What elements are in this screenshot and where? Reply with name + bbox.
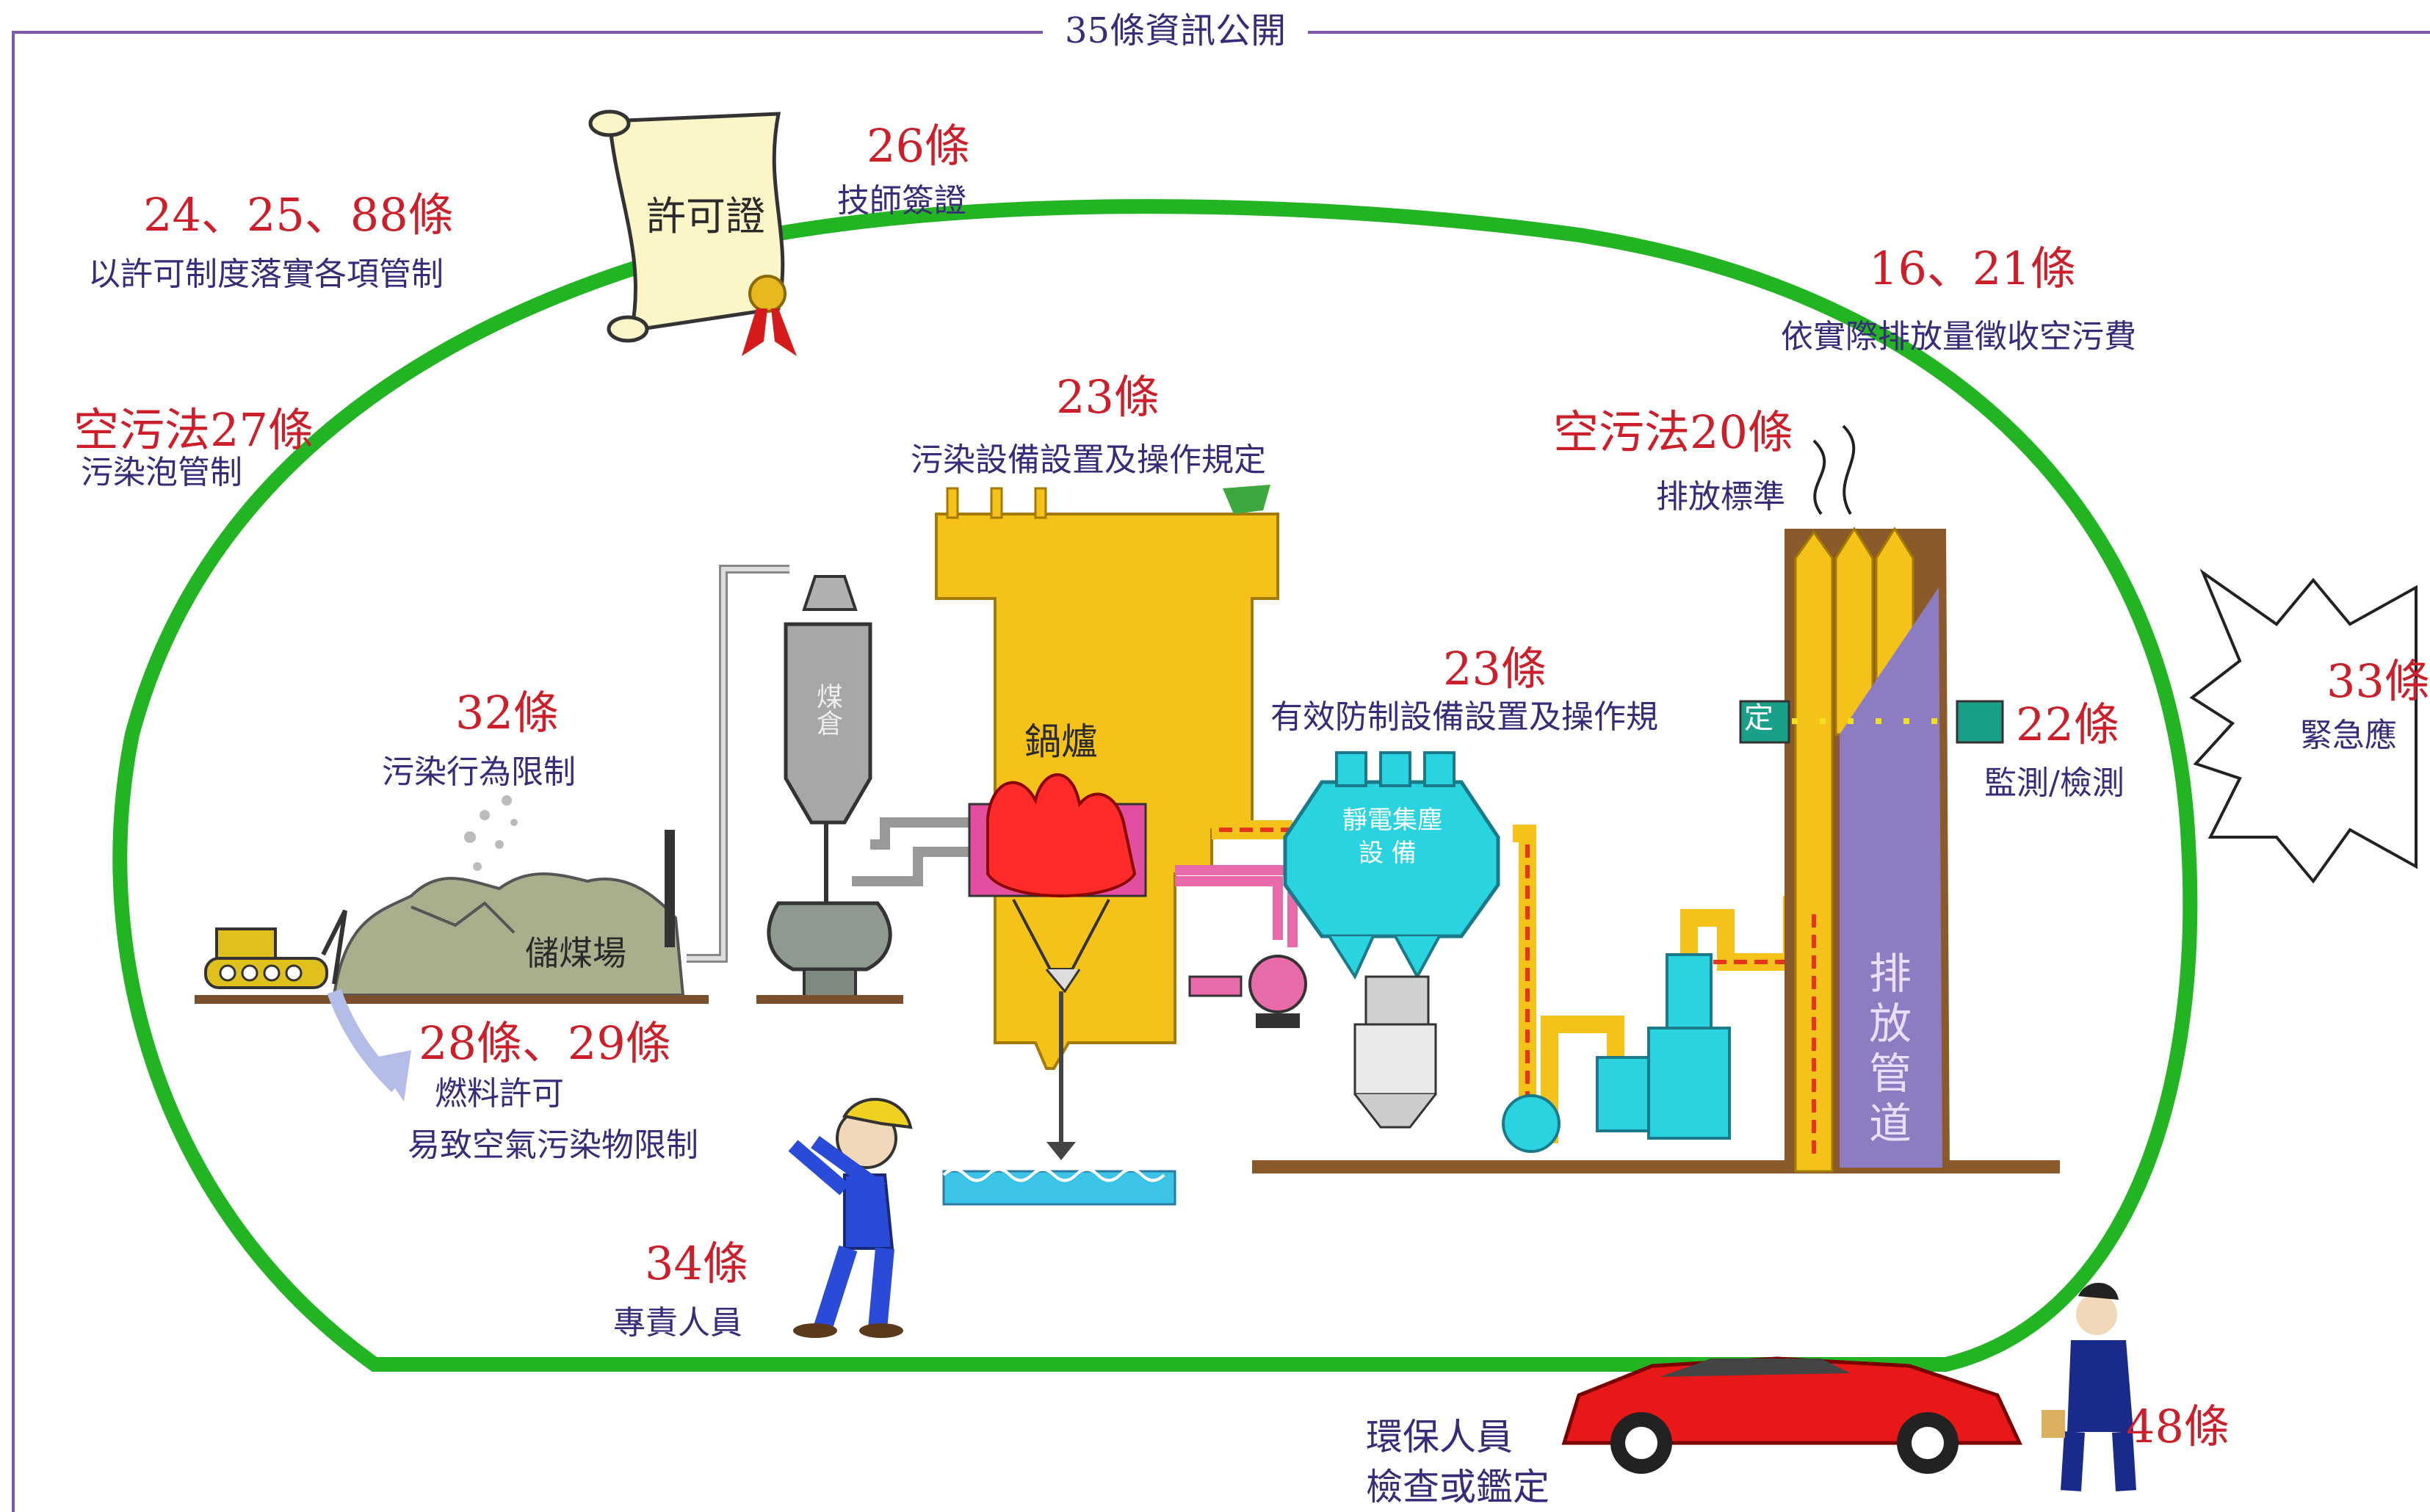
article-24-code: 24、25、88條 — [143, 188, 454, 242]
article-22-desc: 監測/檢測 — [1984, 764, 2125, 802]
article-33-code: 33條 — [2326, 654, 2430, 708]
smoke-icon — [1812, 424, 1856, 516]
permit-scroll — [588, 109, 797, 356]
inspection-car-icon — [1561, 1356, 2022, 1474]
boiler-label: 鍋爐 — [1024, 720, 1098, 763]
article-28-desc2: 易致空氣污染物限制 — [408, 1126, 698, 1164]
coal-yard — [195, 795, 709, 1004]
coal-feed-pipe — [852, 817, 977, 886]
article-23-top-code: 23條 — [1056, 370, 1160, 424]
permit-scroll-label: 許可證 — [646, 193, 765, 239]
coal-yard-label: 儲煤場 — [525, 933, 626, 973]
article-34-desc: 專責人員 — [613, 1304, 742, 1342]
article-32-desc: 污染行為限制 — [382, 753, 576, 791]
article-26-desc: 技師簽證 — [837, 182, 966, 220]
coal-silo-label: 煤倉 — [812, 683, 842, 736]
inspector-icon — [2042, 1282, 2136, 1491]
frame-title: 35條資訊公開 — [1043, 13, 1309, 48]
article-34-code: 34條 — [645, 1237, 748, 1290]
coal-silo — [756, 575, 903, 1004]
electrostatic-precipitator — [1283, 751, 1500, 1129]
article-16-code: 16、21條 — [1869, 242, 2076, 295]
article-23-top-desc: 污染設備設置及操作規定 — [911, 441, 1266, 479]
forced-draft-fan — [1175, 865, 1307, 1028]
article-23-mid-desc-end: 定 — [1744, 701, 1773, 735]
article-20-code: 空污法20條 — [1553, 405, 1793, 459]
stack-label: 排放管道 — [1862, 951, 1912, 1151]
article-48-code: 48條 — [2126, 1400, 2230, 1453]
article-48-desc1: 環保人員 — [1366, 1416, 1513, 1458]
emergency-burst — [2189, 568, 2418, 884]
article-23-mid-desc: 有效防制設備設置及操作規 — [1270, 698, 1658, 736]
article-23-mid-code: 23條 — [1443, 642, 1547, 695]
ash-water-pool — [942, 1168, 1176, 1206]
article-22-code: 22條 — [2016, 698, 2119, 751]
fire-icon — [986, 773, 1137, 897]
bubble-outline — [112, 199, 2198, 1372]
article-27-code: 空污法27條 — [73, 403, 314, 457]
monitor-sensor-right — [1956, 700, 2004, 744]
article-26-code: 26條 — [867, 119, 970, 173]
article-20-desc: 排放標準 — [1656, 478, 1785, 516]
article-28-code: 28條、29條 — [419, 1016, 671, 1070]
smoke-plume — [464, 795, 518, 871]
bulldozer-icon — [204, 909, 347, 989]
article-32-code: 32條 — [455, 686, 559, 739]
esp-label-line1: 靜電集塵 — [1342, 806, 1442, 835]
coal-conveyor — [687, 565, 789, 963]
article-24-desc: 以許可制度落實各項管制 — [88, 256, 444, 293]
stack — [1739, 424, 2004, 1173]
article-48-desc2: 檢查或鑑定 — [1366, 1466, 1550, 1508]
article-28-desc1: 燃料許可 — [435, 1075, 564, 1113]
article-16-desc: 依實際排放量徵收空污費 — [1781, 318, 2136, 355]
worker-icon — [788, 1098, 913, 1338]
monitor-sensor-left — [1739, 700, 1790, 744]
boiler — [935, 485, 1279, 1160]
article-33-desc: 緊急應 — [2300, 717, 2397, 754]
seal-icon — [748, 275, 787, 313]
esp-label-line2: 設 備 — [1359, 839, 1417, 868]
article-27-desc: 污染泡管制 — [81, 454, 242, 491]
